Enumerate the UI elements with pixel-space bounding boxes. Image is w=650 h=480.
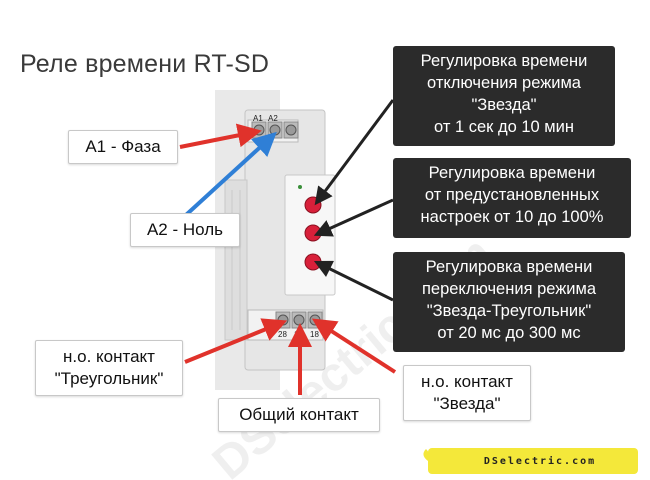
label-a1-phase: А1 - Фаза [68, 130, 178, 164]
knob-preset [304, 224, 322, 242]
terminal-17-screw [293, 314, 305, 326]
terminal-label-a2: A2 [268, 114, 278, 123]
bottom-terminals: 28 17 18 [275, 311, 323, 339]
callout-switch-time: Регулировка времени переключения режима … [393, 252, 625, 352]
knob-star-time [304, 196, 322, 214]
knob-switch-time [304, 253, 322, 271]
label-a2-neutral: А2 - Ноль [130, 213, 240, 247]
terminal-28-screw [277, 314, 289, 326]
logo-text: DSelectric.com [483, 456, 597, 467]
arrow-switch-time [313, 260, 394, 302]
arrow-no-star [311, 318, 397, 374]
callout-star-time: Регулировка времени отключения режима "З… [393, 46, 615, 146]
arrow-a2 [173, 131, 277, 227]
arrow-preset [313, 198, 394, 237]
terminal-a2-screw [269, 124, 281, 136]
status-led [298, 185, 302, 189]
terminal-extra-screw [285, 124, 297, 136]
label-no-triangle: н.о. контакт "Треугольник" [35, 340, 183, 396]
page-title: Реле времени RT-SD [20, 50, 270, 78]
label-no-star: н.о. контакт "Звезда" [403, 365, 531, 421]
callout-preset: Регулировка времени от предустановленных… [393, 158, 631, 238]
terminal-label-28: 28 [278, 330, 287, 339]
terminal-label-a1: A1 [253, 114, 263, 123]
terminal-label-18: 18 [310, 330, 319, 339]
arrow-star-time [314, 99, 395, 206]
terminal-a1-screw [253, 124, 265, 136]
label-common-contact: Общий контакт [218, 398, 380, 432]
terminal-18-screw [309, 314, 321, 326]
arrow-a1 [179, 123, 262, 149]
arrow-no-triangle [184, 318, 288, 364]
